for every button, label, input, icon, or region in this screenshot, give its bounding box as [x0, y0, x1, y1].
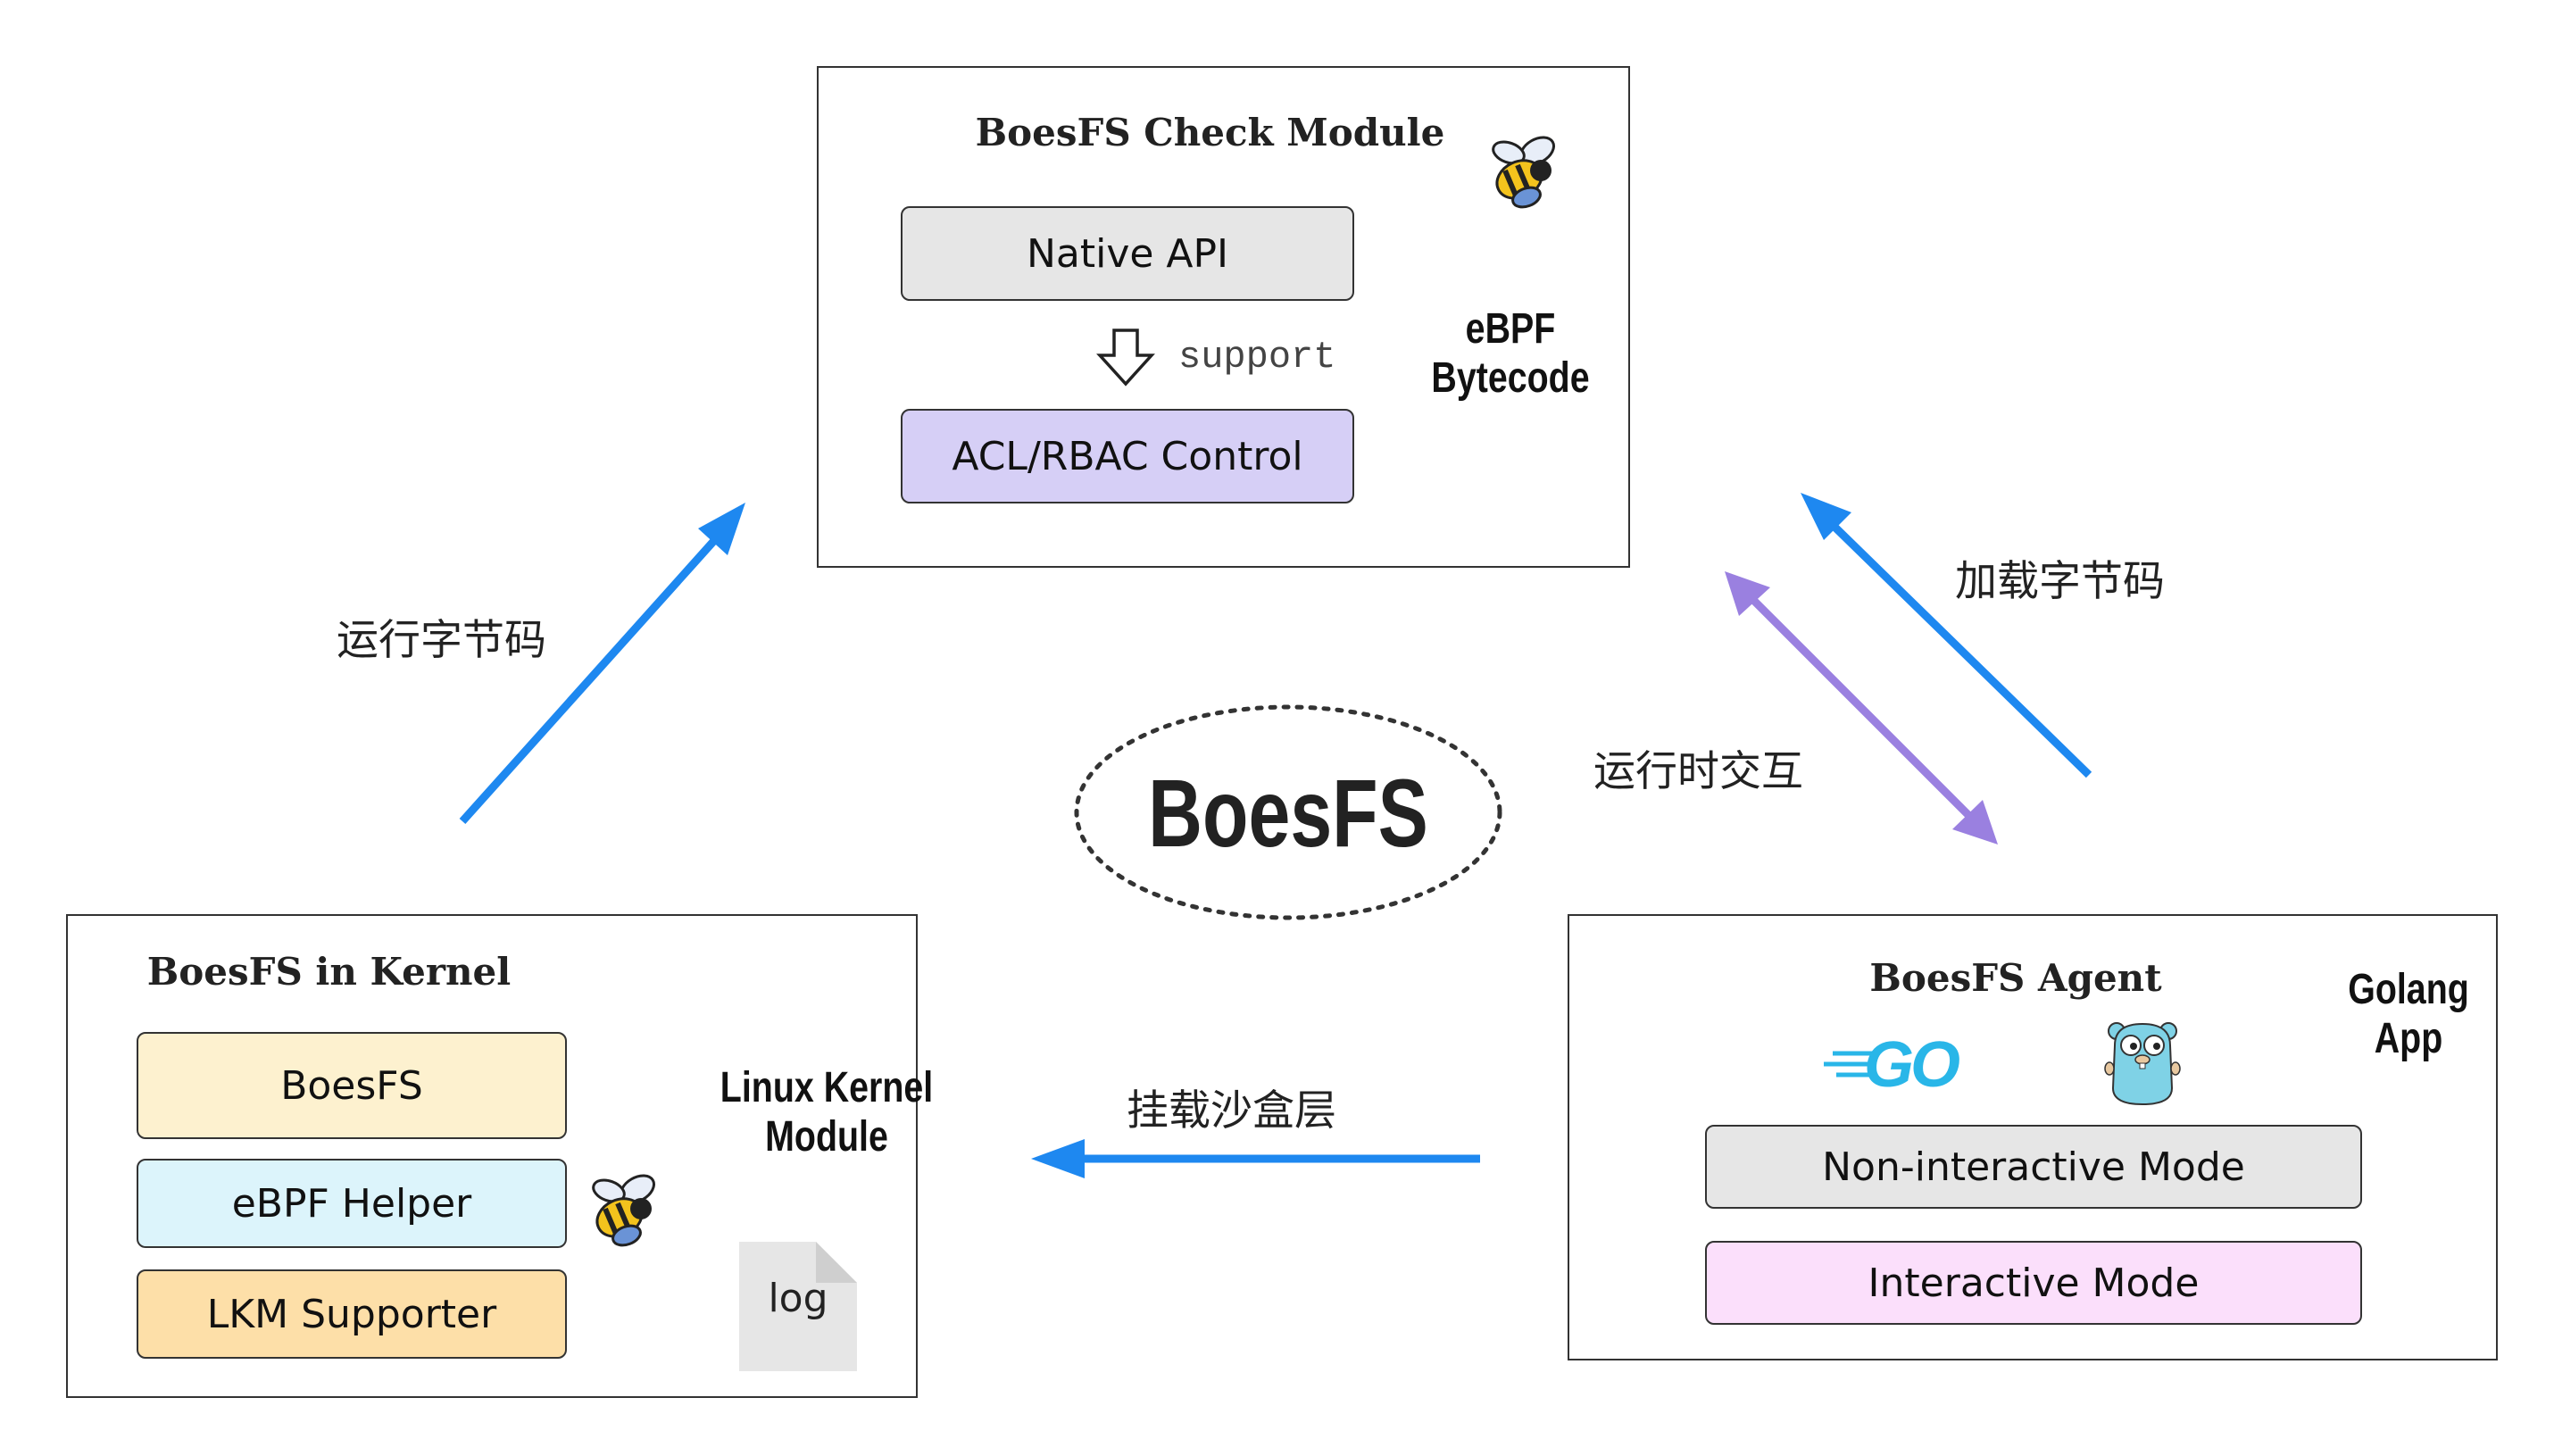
linux-kernel-module-line-1: Linux Kernel — [720, 1064, 934, 1111]
load-bytecode-arrow — [1801, 493, 2092, 778]
mount-sandbox-label: 挂载沙盒层 — [1127, 1086, 1336, 1136]
support-label: support — [1178, 336, 1336, 379]
kernel-item-ebpf-helper: eBPF Helper — [137, 1159, 567, 1248]
go-logo-icon: GO — [1824, 1029, 1984, 1101]
run-bytecode-arrow — [459, 503, 745, 825]
run-bytecode-label: 运行字节码 — [337, 616, 546, 665]
agent-title: BoesFS Agent — [1869, 956, 2162, 1000]
center-ellipse — [1074, 704, 1502, 920]
center-title: BoesFS — [1148, 758, 1428, 867]
go-logo-text: GO — [1864, 1029, 1960, 1101]
interactive-mode-box: Interactive Mode — [1705, 1241, 2362, 1325]
linux-kernel-module-label: Linux Kernel Module — [710, 1063, 944, 1161]
runtime-interact-label: 运行时交互 — [1593, 747, 1803, 796]
golang-app-line-1: Golang — [2348, 966, 2469, 1013]
kernel-item-boesfs: BoesFS — [137, 1032, 567, 1139]
bee-icon — [592, 1174, 655, 1247]
kernel-item-lkm-supporter-label: LKM Supporter — [206, 1291, 497, 1337]
ebpf-bytecode-label: eBPF Bytecode — [1411, 304, 1609, 403]
kernel-item-ebpf-helper-label: eBPF Helper — [231, 1180, 472, 1227]
non-interactive-mode-label: Non-interactive Mode — [1822, 1144, 2245, 1190]
golang-app-label: Golang App — [2332, 965, 2485, 1063]
kernel-box: BoesFS in Kernel BoesFS eBPF Helper LKM … — [66, 914, 933, 1398]
log-file-icon: log — [739, 1242, 857, 1371]
non-interactive-mode-box: Non-interactive Mode — [1705, 1125, 2362, 1209]
acl-box: ACL/RBAC Control — [901, 409, 1354, 503]
down-arrow-icon — [1096, 329, 1155, 387]
log-label: log — [768, 1276, 828, 1321]
kernel-item-boesfs-label: BoesFS — [280, 1062, 423, 1109]
bee-icon — [1492, 136, 1555, 209]
native-api-box: Native API — [901, 206, 1354, 301]
acl-label: ACL/RBAC Control — [952, 433, 1303, 479]
golang-app-line-2: App — [2374, 1015, 2443, 1063]
runtime-interact-arrow — [1725, 571, 1998, 844]
kernel-title: BoesFS in Kernel — [146, 950, 512, 994]
linux-kernel-module-line-2: Module — [765, 1113, 888, 1161]
interactive-mode-label: Interactive Mode — [1868, 1260, 2200, 1306]
mount-sandbox-arrow — [1031, 1139, 1480, 1178]
ebpf-bytecode-line-1: eBPF — [1465, 305, 1556, 353]
native-api-label: Native API — [1026, 230, 1229, 277]
check-module-title: BoesFS Check Module — [975, 111, 1445, 154]
check-module-box: BoesFS Check Module Native API support A… — [817, 66, 1630, 568]
agent-box: BoesFS Agent Golang App GO — [1568, 914, 2498, 1360]
kernel-item-lkm-supporter: LKM Supporter — [137, 1269, 567, 1359]
gopher-icon — [2104, 1022, 2181, 1106]
ebpf-bytecode-line-2: Bytecode — [1431, 354, 1590, 403]
load-bytecode-label: 加载字节码 — [1955, 557, 2165, 606]
